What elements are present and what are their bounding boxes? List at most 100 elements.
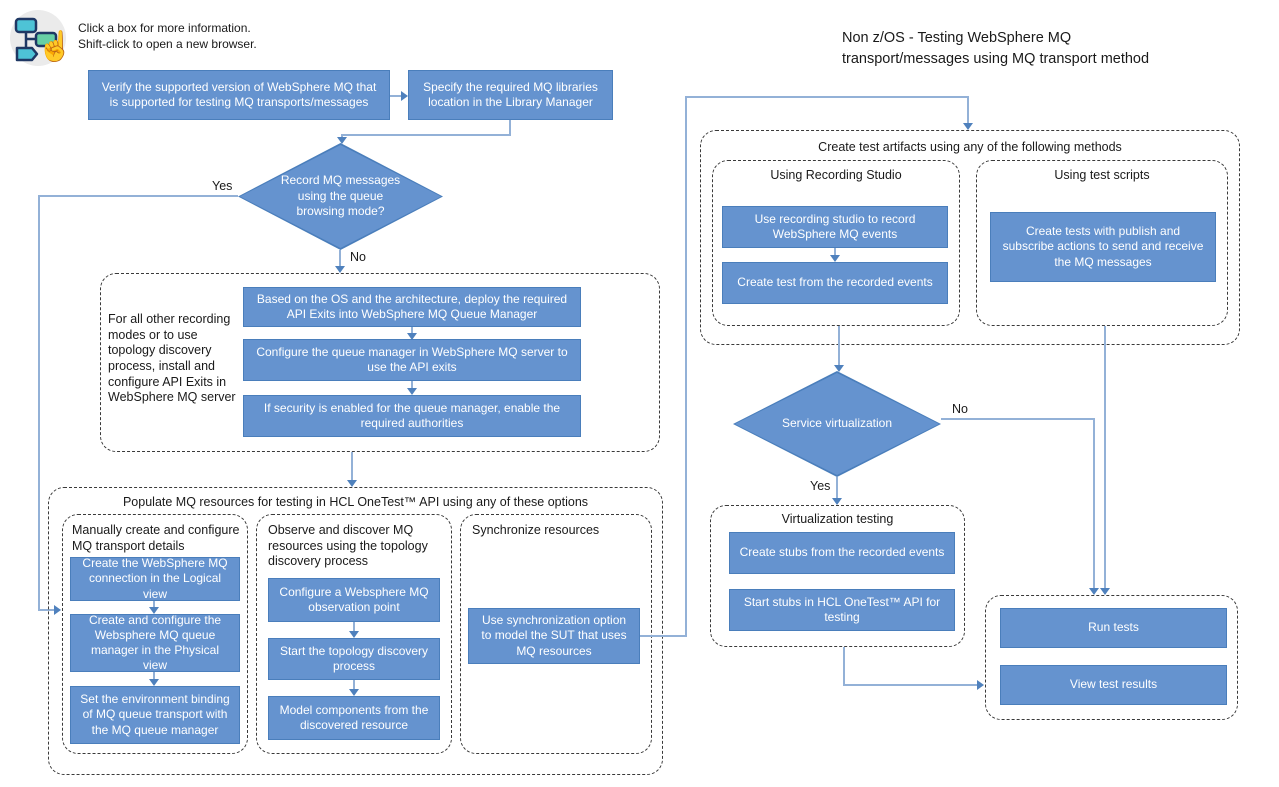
group-create-test-artifacts: [700, 130, 1240, 345]
label-no-virtualization: No: [952, 402, 968, 416]
group-api-exits: [100, 273, 660, 452]
arrowhead: [347, 480, 357, 487]
process-box-set-environment-binding[interactable]: Set the environment binding of MQ queue …: [70, 686, 240, 744]
process-box-deploy-api-exits[interactable]: Based on the OS and the architecture, de…: [243, 287, 581, 327]
arrowhead: [407, 333, 417, 340]
arrowhead: [149, 607, 159, 614]
connector-segment: [38, 609, 55, 611]
connector-segment: [843, 647, 845, 686]
hand-cursor-icon: ☝: [37, 31, 74, 63]
column-manual-create: [62, 514, 248, 754]
arrowhead: [335, 266, 345, 273]
column-synchronize-header: Synchronize resources: [472, 523, 600, 537]
arrowhead: [349, 631, 359, 638]
connector-segment: [941, 418, 1095, 420]
arrowhead: [977, 680, 984, 690]
process-box-enable-authorities[interactable]: If security is enabled for the queue man…: [243, 395, 581, 437]
process-box-configure-queue-manager[interactable]: Configure the queue manager in WebSphere…: [243, 339, 581, 381]
arrowhead: [337, 137, 347, 144]
connector-segment: [685, 96, 969, 98]
connector-segment: [342, 134, 511, 136]
connector-segment: [411, 381, 413, 388]
connector-segment: [341, 134, 343, 138]
connector-segment: [153, 672, 155, 679]
group-create-test-artifacts-title: Create test artifacts using any of the f…: [818, 140, 1122, 154]
connector-segment: [1093, 418, 1095, 588]
connector-segment: [38, 195, 238, 197]
connector-segment: [843, 684, 978, 686]
connector-segment: [351, 452, 353, 480]
process-box-configure-observation-point[interactable]: Configure a Websphere MQ observation poi…: [268, 578, 440, 622]
flowchart-shapes-icon: [10, 10, 66, 66]
group-populate-mq-resources: [48, 487, 663, 775]
instruction-note: Click a box for more information. Shift-…: [78, 20, 257, 52]
arrowhead: [401, 91, 408, 101]
connector-segment: [640, 635, 687, 637]
column-observe-discover: [256, 514, 452, 754]
group-populate-title: Populate MQ resources for testing in HCL…: [122, 495, 589, 509]
arrowhead: [54, 605, 61, 615]
label-yes-record: Yes: [212, 179, 233, 193]
arrowhead: [149, 679, 159, 686]
decision-service-virtualization[interactable]: Service virtualization: [733, 371, 941, 477]
note-line-2: Shift-click to open a new browser.: [78, 37, 257, 51]
process-box-create-tests-publish-subscribe[interactable]: Create tests with publish and subscribe …: [990, 212, 1216, 282]
subgroup-recording-studio-header: Using Recording Studio: [770, 168, 902, 182]
connector-segment: [38, 195, 40, 611]
arrowhead: [830, 255, 840, 262]
group-virtualization-testing: [710, 505, 965, 647]
group-virtualization-testing-header: Virtualization testing: [781, 512, 894, 526]
connector-segment: [838, 326, 840, 365]
subgroup-test-scripts-header: Using test scripts: [1054, 168, 1150, 182]
process-box-verify-version[interactable]: Verify the supported version of WebSpher…: [88, 70, 390, 120]
flowchart-click-icon: ☝: [8, 8, 73, 68]
column-observe-discover-header: Observe and discover MQ resources using …: [268, 523, 428, 569]
connector-segment: [1104, 326, 1106, 588]
decision-service-virtualization-text: Service virtualization: [781, 416, 893, 431]
title-line-1: Non z/OS - Testing WebSphere MQ: [842, 30, 1072, 46]
label-no-record: No: [350, 250, 366, 264]
connector-segment: [836, 477, 838, 498]
label-yes-virtualization: Yes: [810, 479, 831, 493]
group-run-tests: [985, 595, 1238, 720]
column-synchronize: [460, 514, 652, 754]
process-box-start-stubs[interactable]: Start stubs in HCL OneTest™ API for test…: [729, 589, 955, 631]
arrowhead: [963, 123, 973, 130]
connector-segment: [685, 96, 687, 637]
connector-segment: [411, 327, 413, 333]
connector-segment: [967, 96, 969, 123]
process-box-configure-queue-manager-physical[interactable]: Create and configure the Websphere MQ qu…: [70, 613, 240, 672]
decision-record-mq-text: Record MQ messages using the queue brows…: [280, 173, 401, 219]
connector-segment: [390, 95, 402, 97]
decision-record-mq[interactable]: Record MQ messages using the queue brows…: [238, 143, 443, 250]
process-box-create-stubs[interactable]: Create stubs from the recorded events: [729, 532, 955, 574]
subgroup-recording-studio: [712, 160, 960, 326]
arrowhead: [1100, 588, 1110, 595]
process-box-view-test-results[interactable]: View test results: [1000, 665, 1227, 705]
arrowhead: [349, 689, 359, 696]
process-box-use-synchronization[interactable]: Use synchronization option to model the …: [468, 608, 640, 664]
process-box-create-test-from-events[interactable]: Create test from the recorded events: [722, 262, 948, 304]
page-title: Non z/OS - Testing WebSphere MQ transpor…: [842, 28, 1202, 70]
group-api-exits-label: For all other recording modes or to use …: [108, 312, 236, 405]
column-manual-create-header: Manually create and configure MQ transpo…: [72, 523, 240, 553]
connector-segment: [834, 248, 836, 255]
process-box-start-topology-discovery[interactable]: Start the topology discovery process: [268, 638, 440, 680]
process-box-use-recording-studio[interactable]: Use recording studio to record WebSphere…: [722, 206, 948, 248]
connector-segment: [353, 680, 355, 689]
connector-segment: [353, 622, 355, 631]
process-box-create-mq-connection[interactable]: Create the WebSphere MQ connection in th…: [70, 556, 240, 601]
connector-segment: [509, 120, 511, 134]
connector-segment: [339, 250, 341, 266]
arrowhead: [832, 498, 842, 505]
title-line-2: transport/messages using MQ transport me…: [842, 51, 1150, 67]
note-line-1: Click a box for more information.: [78, 21, 251, 35]
process-box-specify-libraries[interactable]: Specify the required MQ libraries locati…: [408, 70, 613, 120]
process-box-model-components[interactable]: Model components from the discovered res…: [268, 696, 440, 740]
subgroup-test-scripts: [976, 160, 1228, 326]
process-box-run-tests[interactable]: Run tests: [1000, 608, 1227, 648]
arrowhead: [1089, 588, 1099, 595]
arrowhead: [834, 365, 844, 372]
connector-segment: [153, 601, 155, 607]
